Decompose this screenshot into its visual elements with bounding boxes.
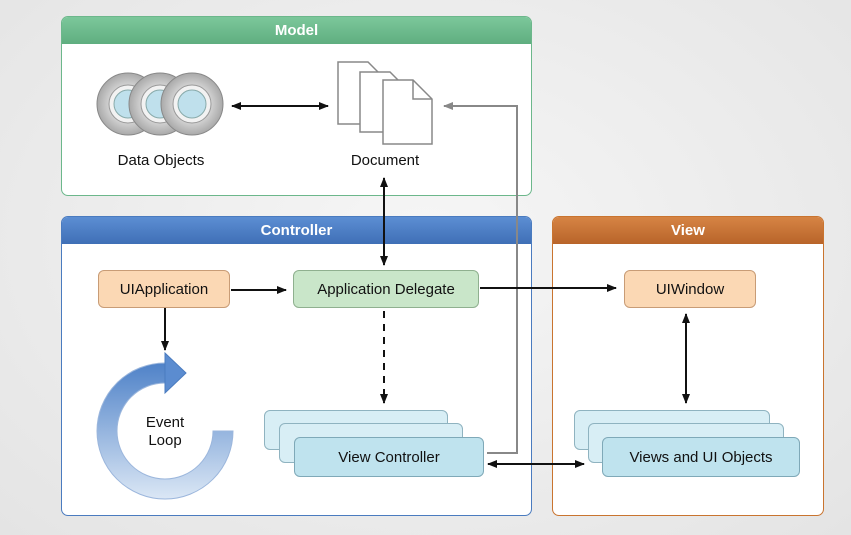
document-icon — [337, 61, 433, 145]
model-panel-title: Model — [62, 17, 531, 44]
controller-panel-title: Controller — [62, 217, 531, 244]
data-objects-label: Data Objects — [117, 152, 205, 169]
views-and-ui-objects-node: Views and UI Objects — [602, 437, 800, 477]
event-loop-label: Event Loop — [125, 414, 205, 450]
uiapplication-node: UIApplication — [98, 270, 230, 308]
uiwindow-node: UIWindow — [624, 270, 756, 308]
event-loop-icon — [96, 351, 234, 500]
event-loop-label-line2: Loop — [148, 432, 182, 449]
arrow-view-controller-document — [443, 102, 518, 454]
event-loop-label-line1: Event — [145, 414, 185, 431]
data-objects-icon — [96, 72, 224, 136]
document-label: Document — [350, 152, 420, 169]
view-controller-node: View Controller — [294, 437, 484, 477]
application-delegate-node: Application Delegate — [293, 270, 479, 308]
view-panel-title: View — [553, 217, 823, 244]
